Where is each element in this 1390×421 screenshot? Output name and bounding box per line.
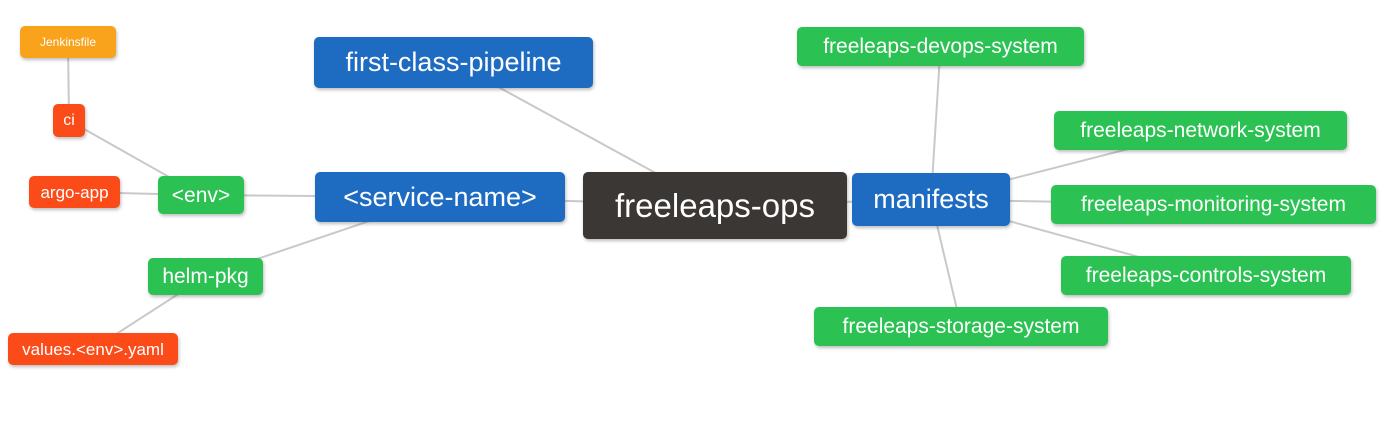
node-network-system[interactable]: freeleaps-network-system	[1054, 111, 1347, 150]
node-values-env-yaml[interactable]: values.<env>.yaml	[8, 333, 178, 365]
node-monitoring-system[interactable]: freeleaps-monitoring-system	[1051, 185, 1376, 224]
node-devops-system[interactable]: freeleaps-devops-system	[797, 27, 1084, 66]
node-jenkinsfile[interactable]: Jenkinsfile	[20, 26, 116, 58]
node-freeleaps-ops[interactable]: freeleaps-ops	[583, 172, 847, 239]
node-service-name[interactable]: <service-name>	[315, 172, 565, 222]
node-manifests[interactable]: manifests	[852, 173, 1010, 226]
node-controls-system[interactable]: freeleaps-controls-system	[1061, 256, 1351, 295]
node-ci[interactable]: ci	[53, 104, 85, 137]
node-env[interactable]: <env>	[158, 176, 244, 214]
node-helm-pkg[interactable]: helm-pkg	[148, 258, 263, 295]
node-argo-app[interactable]: argo-app	[29, 176, 120, 208]
node-first-class-pipeline[interactable]: first-class-pipeline	[314, 37, 593, 88]
node-storage-system[interactable]: freeleaps-storage-system	[814, 307, 1108, 346]
